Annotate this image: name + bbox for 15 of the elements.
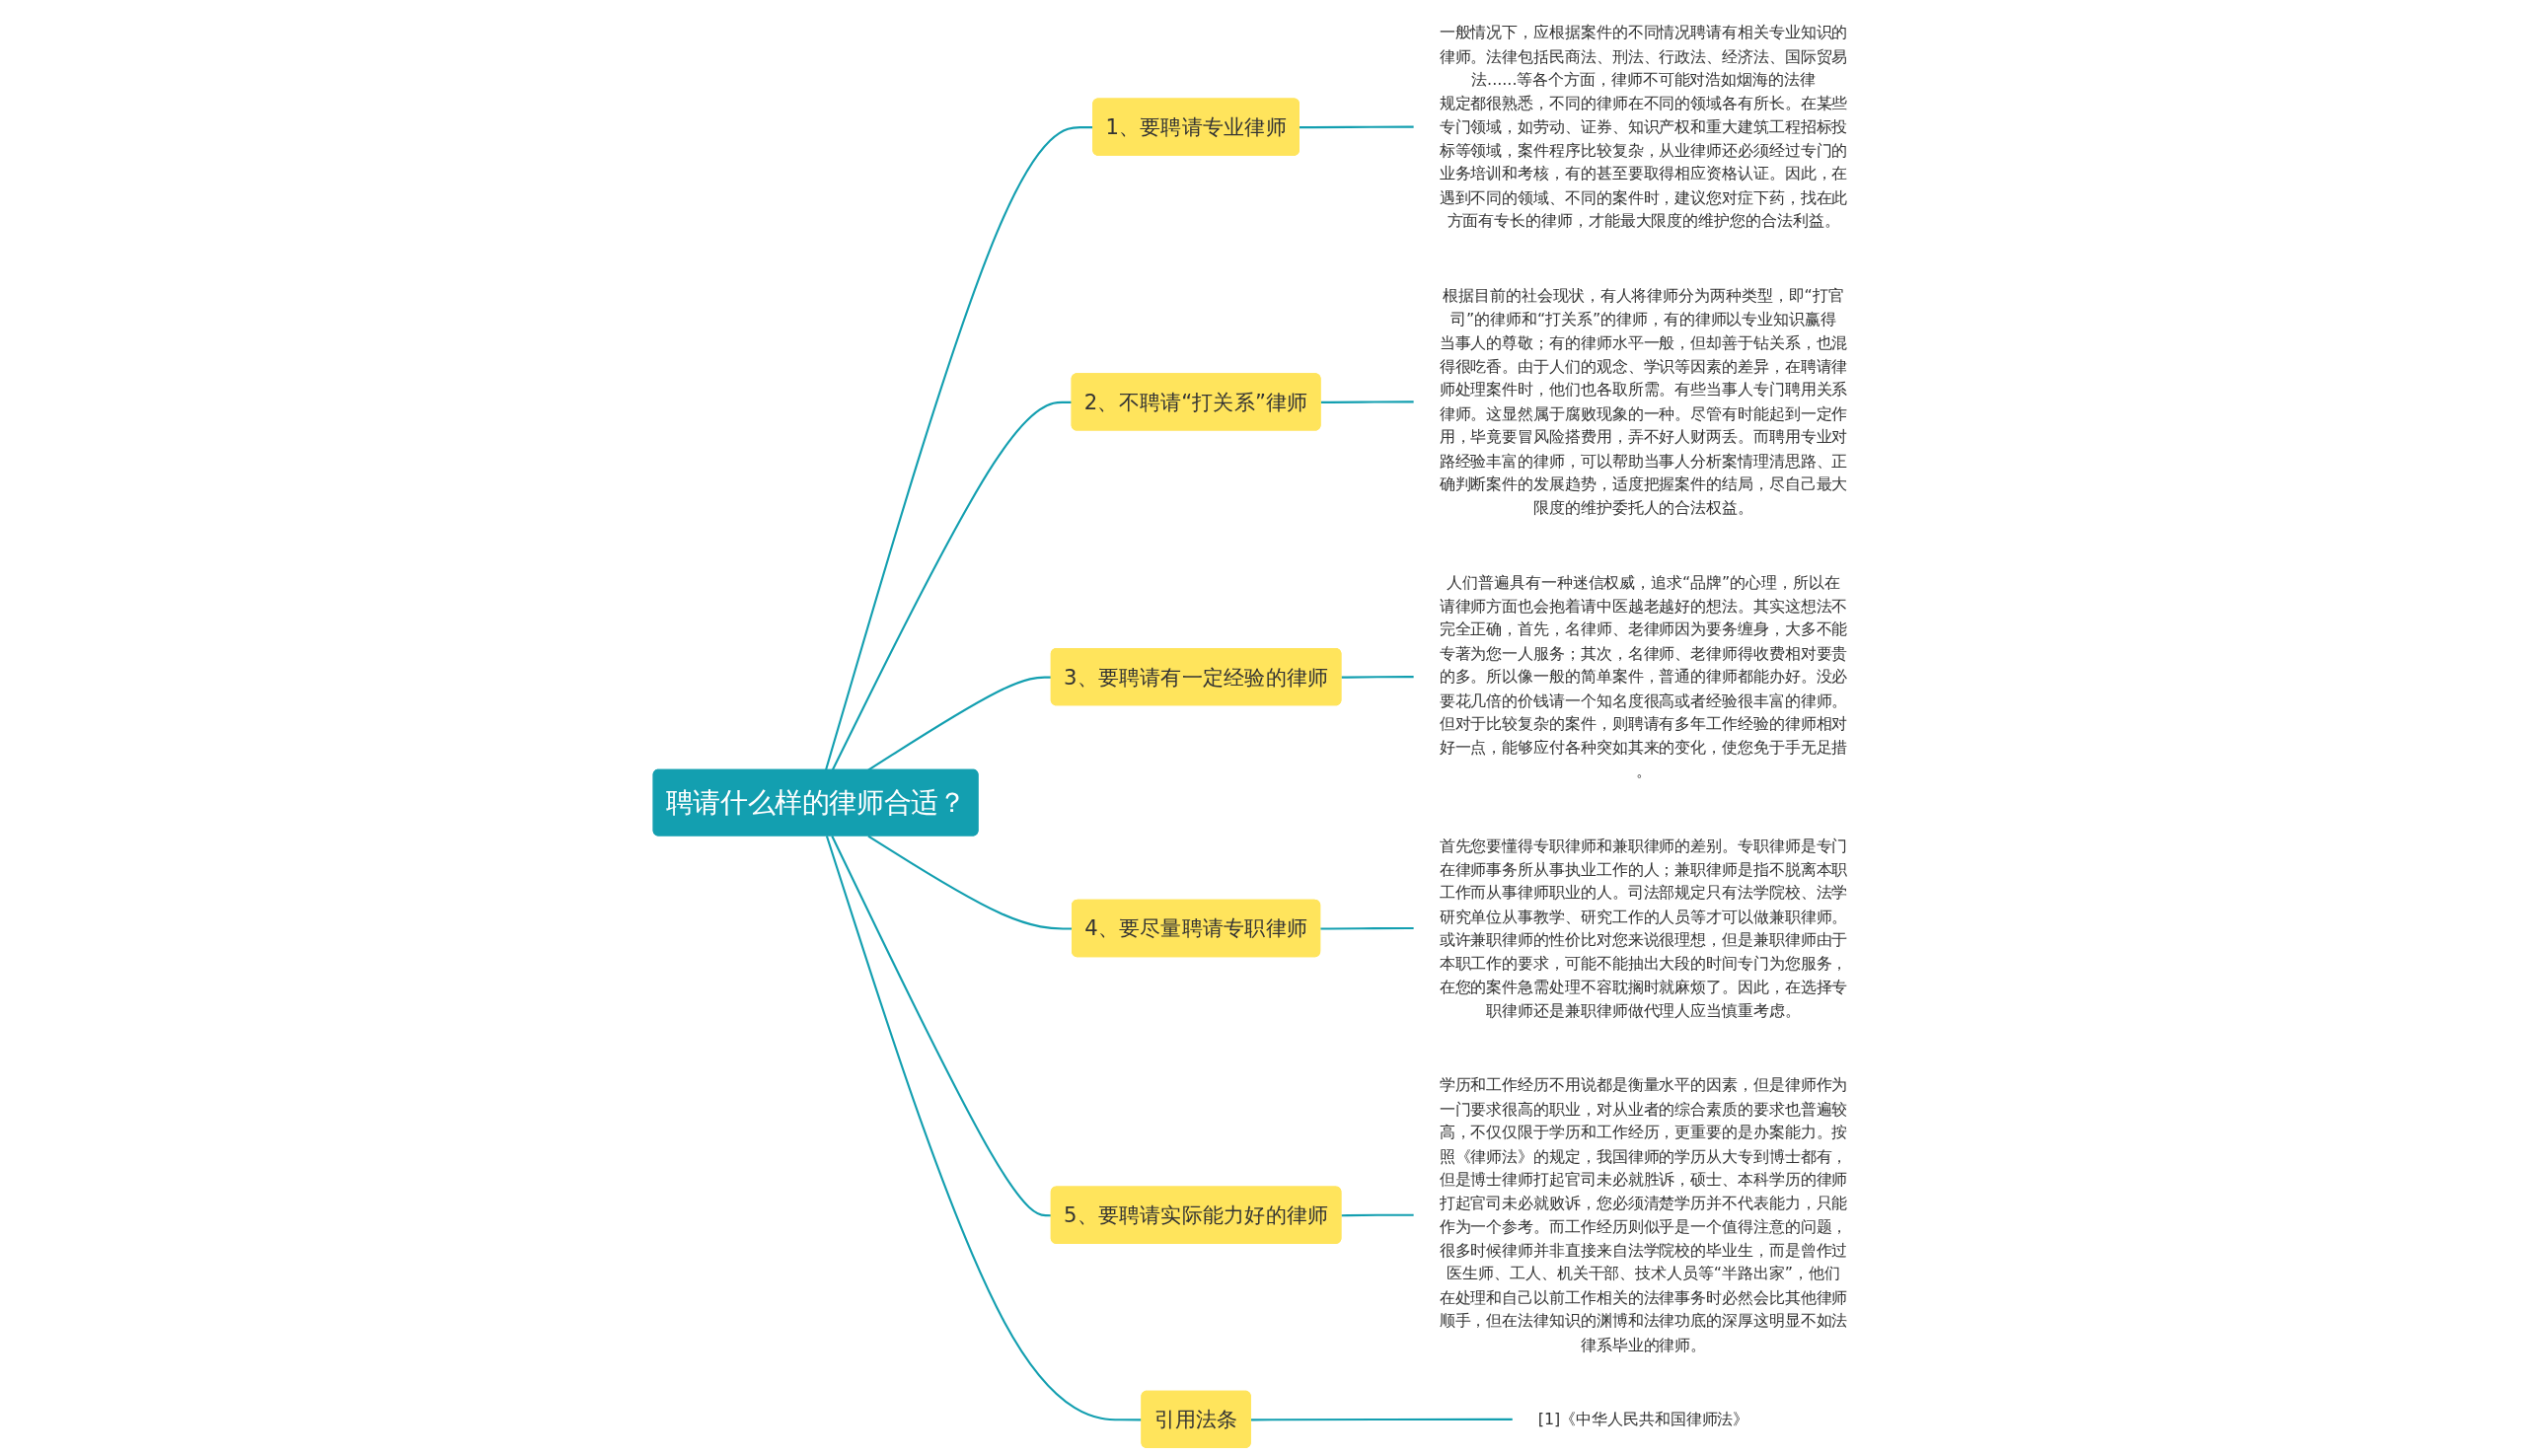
connector [1320,926,1415,930]
node-text: 学历和工作经历不用说都是衡量水平的因素，但是律师作为一门要求很高的职业，对从业者的综合素质的要求也普遍较高，不仅仅限于学历和工作经历，更重要的是办案能力。按照《律师法》的规定，我国律师的学历从大专到博士都有，但是博士律师打起官司未必就胜诉，硕士、本科学历的律师打起官司未必就败诉，您必须清楚学历并不代表能力，只能作为一个参考。而工作经历则似乎是一个值得注意的问题，很多时候律师并非直接来自法学院校的毕业生，而是曾作过医生师、工人、机关干部、技术人员等“半路出家”，他们在处理和自己以前工作相关的法律事务时必然会比其他律师顺手，但在法律知识的渊博和法律功底的深厚这明显不如法律系毕业的律师。 [1439,1075,1848,1354]
node-text: [1]《中华人民共和国律师法》 [1537,1410,1749,1429]
connector [831,400,1073,771]
node-text: 人们普遍具有一种迷信权威，追求“品牌”的心理，所以在请律师方面也会抱着请中医越老越好的想法。其实这想法不完全正确，首先，名律师、老律师因为要务缠身，大多不能专著为您一人服务；其次，名律师、老律师得收费相对要贵的多。所以像一般的简单案件，普通的律师都能办好。没必要花几倍的价钱请一个知名度很高或者经验很丰富的律师。但对于比较复杂的案件，则聘请有多年工作经验的律师相对好一点，能够应付各种突如其来的变化，使您免于手无足措。 [1439,572,1848,780]
connector [1341,676,1415,679]
node-text: 根据目前的社会现状，有人将律师分为两种类型，即“打官司”的律师和“打关系”的律师，有的律师以专业知识赢得当事人的尊敬；有的律师水平一般，但却善于钻关系，也混得很吃香。由于人们的观念、学识等因素的差异，在聘请律师处理案件时，他们也各取所需。有些当事人专门聘用关系律师。这显然属于腐败现象的一种。尽管有时能起到一定作用，毕竟要冒风险搭费用，弄不好人财两丢。而聘用专业对路经验丰富的律师，可以帮助当事人分析案情理清思路、正确判断案件的发展趋势，适度把握案件的结局，尽自己最大限度的维护委托人的合法权益。 [1439,286,1848,518]
connector [1300,125,1415,129]
connector [1250,1418,1514,1421]
connector [831,836,1052,1217]
node-text: 一般情况下，应根据案件的不同情况聘请有相关专业知识的律师。法律包括民商法、刑法、行政法、经济法、国际贸易法......等各个方面，律师不可能对浩如烟海的法律规定都很熟悉，不同的律师在不同的领域各有所长。在某些专门领域，如劳动、证券、知识产权和重大建筑工程招标投标等领域，案件程序比较复杂，从业律师还必须经过专门的业务培训和考核，有的甚至要取得相应资格认证。因此，在遇到不同的领域、不同的案件时，建议您对症下药，找在此方面有专长的律师，才能最大限度的维护您的合法利益。 [1439,23,1848,231]
connector [1341,1213,1415,1217]
connector [1320,400,1415,403]
node-text: 首先您要懂得专职律师和兼职律师的差别。专职律师是专门在律师事务所从事执业工作的人；兼职律师是指不脱离本职工作而从事律师职业的人。司法部规定只有法学院校、法学研究单位从事教学、研究工作的人员等才可以做兼职律师。或许兼职律师的性价比对您来说很理想，但是兼职律师由于本职工作的要求，可能不能抽出大段的时间专门为您服务，在您的案件急需处理不容耽搁时就麻烦了。因此，在选择专职律师还是兼职律师做代理人应当慎重考虑。 [1439,836,1848,1020]
connector [867,676,1052,771]
